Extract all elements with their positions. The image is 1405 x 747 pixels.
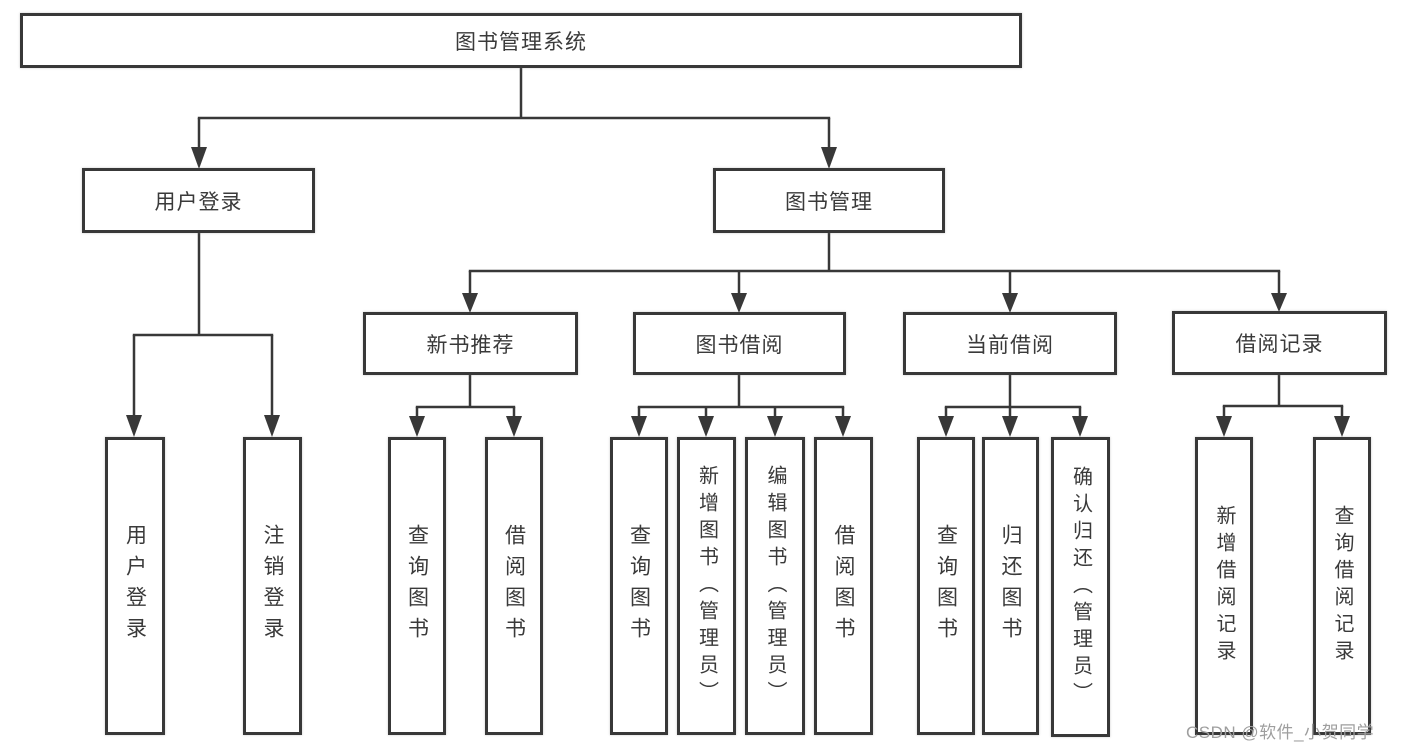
node-new-book-recommend: 新书推荐 (363, 312, 578, 375)
csdn-watermark: CSDN @软件_小贺同学 (1186, 723, 1375, 742)
node-new-book-recommend-label: 新书推荐 (426, 333, 515, 357)
leaf-rec-query-book-label: 查询图书 (405, 524, 429, 648)
node-book-management-label: 图书管理 (785, 190, 873, 214)
leaf-borrow-borrow-book-label: 借阅图书 (832, 524, 855, 648)
leaf-borrow-add-book-admin-label: 新增图书（管理员） (695, 464, 718, 708)
leaf-rec-borrow-book-label: 借阅图书 (502, 524, 526, 648)
leaf-record-query-label: 查询借阅记录 (1331, 505, 1353, 667)
leaf-borrow-borrow-book: 借阅图书 (814, 437, 873, 735)
node-book-borrow: 图书借阅 (633, 312, 846, 375)
node-root-label: 图书管理系统 (455, 30, 587, 54)
leaf-current-confirm-return-admin: 确认归还（管理员） (1051, 437, 1110, 737)
leaf-borrow-query-book: 查询图书 (610, 437, 668, 735)
leaf-borrow-edit-book-admin-label: 编辑图书（管理员） (764, 464, 786, 708)
leaf-current-query-book: 查询图书 (917, 437, 975, 735)
leaf-borrow-edit-book-admin: 编辑图书（管理员） (745, 437, 805, 735)
leaf-user-login-label: 用户登录 (123, 524, 147, 648)
node-root: 图书管理系统 (20, 13, 1022, 68)
node-user-login-label: 用户登录 (154, 190, 243, 214)
leaf-current-return-book-label: 归还图书 (999, 524, 1022, 648)
leaf-current-confirm-return-admin-label: 确认归还（管理员） (1069, 465, 1092, 709)
node-borrow-record-label: 借阅记录 (1235, 333, 1324, 356)
leaf-borrow-add-book-admin: 新增图书（管理员） (677, 437, 736, 735)
leaf-current-return-book: 归还图书 (982, 437, 1039, 735)
leaf-logout-label: 注销登录 (261, 524, 284, 648)
leaf-record-add: 新增借阅记录 (1195, 437, 1253, 735)
leaf-current-query-book-label: 查询图书 (934, 524, 958, 648)
leaf-record-query: 查询借阅记录 (1313, 437, 1371, 735)
leaf-record-add-label: 新增借阅记录 (1213, 505, 1235, 667)
leaf-user-login: 用户登录 (105, 437, 165, 735)
leaf-rec-borrow-book: 借阅图书 (485, 437, 543, 735)
node-user-login: 用户登录 (82, 168, 315, 233)
node-current-borrow: 当前借阅 (903, 312, 1117, 375)
node-borrow-record: 借阅记录 (1172, 311, 1387, 375)
node-book-management: 图书管理 (713, 168, 945, 233)
node-book-borrow-label: 图书借阅 (695, 333, 784, 357)
node-current-borrow-label: 当前借阅 (966, 333, 1054, 357)
leaf-borrow-query-book-label: 查询图书 (627, 524, 651, 648)
leaf-rec-query-book: 查询图书 (388, 437, 446, 735)
leaf-logout: 注销登录 (243, 437, 302, 735)
